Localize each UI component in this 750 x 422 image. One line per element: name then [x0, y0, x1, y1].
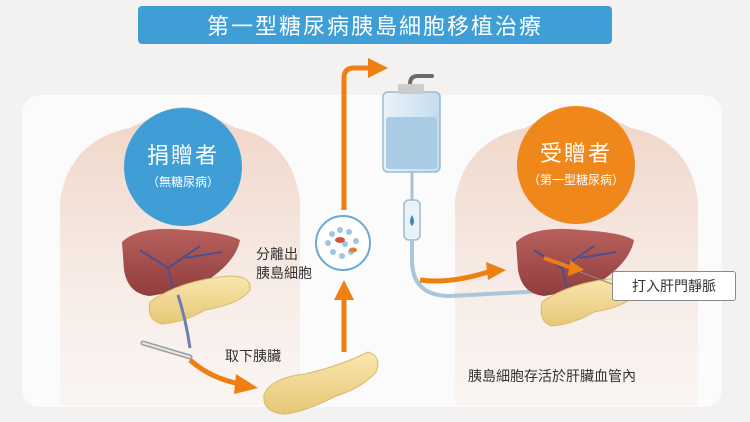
recipient-circle: 受贈者 （第一型糖尿病） — [517, 106, 635, 224]
recipient-sublabel: （第一型糖尿病） — [527, 173, 624, 187]
islet-cells-icon — [315, 215, 371, 271]
donor-liver-icon — [122, 228, 240, 296]
donor-pancreas-icon — [148, 275, 251, 349]
infuse-portal-vein-callout: 打入肝門靜脈 — [612, 271, 736, 301]
donor-circle: 捐贈者 （無糖尿病） — [124, 108, 242, 226]
scalpel-icon — [140, 340, 193, 360]
recipient-liver-icon — [516, 228, 634, 296]
remove-pancreas-label: 取下胰臟 — [225, 349, 281, 365]
arrow-to-recipient — [419, 262, 506, 284]
isolate-label-line2: 胰島細胞 — [256, 266, 312, 282]
iv-bag-icon — [382, 74, 582, 299]
title-banner: 第一型糖尿病胰島細胞移植治療 — [138, 6, 612, 44]
isolate-label-line1: 分離出 — [256, 247, 298, 263]
isolate-label: 分離出 胰島細胞 — [256, 246, 312, 284]
arrow-to-iv-bag — [341, 58, 388, 210]
recipient-label: 受贈者 — [539, 142, 612, 167]
arrow-to-cells — [334, 280, 354, 352]
donor-sublabel: （無糖尿病） — [146, 175, 219, 189]
extracted-pancreas-icon — [263, 351, 379, 415]
donor-label: 捐贈者 — [146, 144, 219, 169]
arrow-remove-pancreas — [188, 358, 258, 394]
callout-leader-line — [579, 271, 613, 285]
survive-label: 胰島細胞存活於肝臟血管內 — [468, 369, 636, 385]
